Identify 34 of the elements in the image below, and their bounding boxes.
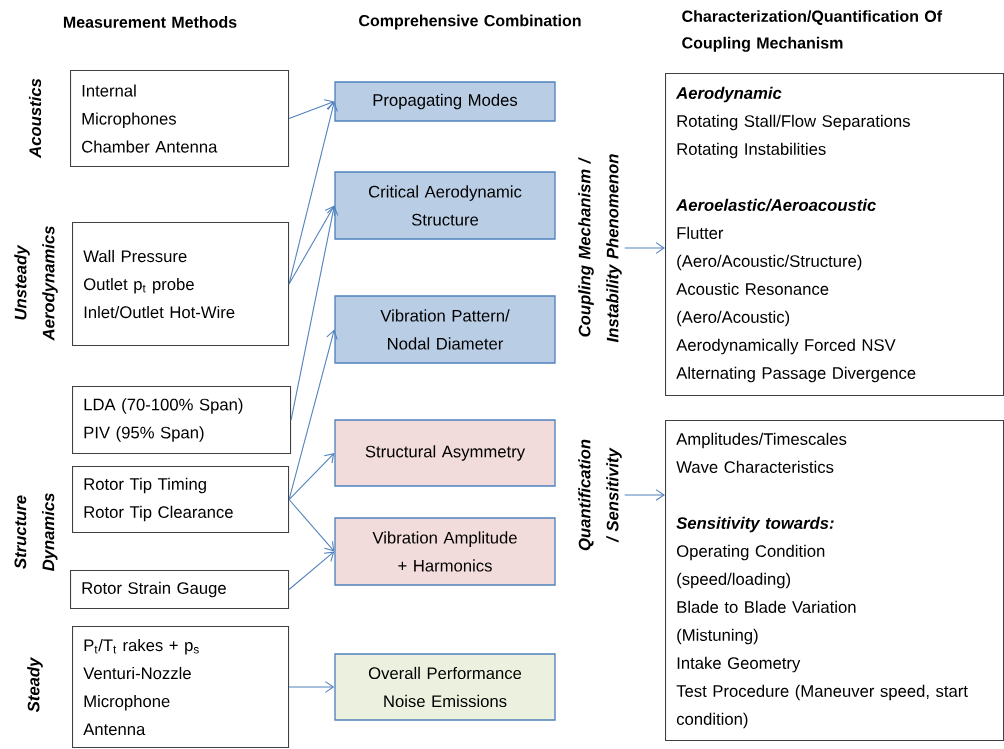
- row-label: Structure Dynamics: [14, 493, 58, 572]
- arrow: [624, 489, 665, 501]
- row-label: Acoustics: [28, 78, 42, 159]
- combination-box: Critical Aerodynamic Structure: [334, 171, 556, 240]
- arrow: [624, 242, 665, 254]
- arrow: [290, 205, 339, 421]
- arrow: [288, 453, 335, 501]
- combination-box: Overall Performance Noise Emissions: [334, 653, 556, 721]
- method-box: Rotor Strain Gauge: [70, 570, 290, 610]
- column-heading: Comprehensive Combination: [359, 14, 581, 30]
- combination-box: Vibration Amplitude + Harmonics: [334, 517, 556, 586]
- row-label: Unsteady Aerodynamics: [14, 226, 58, 341]
- arrow: [288, 205, 335, 285]
- column-heading: Measurement Methods: [63, 16, 237, 28]
- method-box: P$_{t}$/T$_{t}$ rakes + p$_{s}$ Venturi-Nozzle Microphone Antenna: [72, 626, 290, 749]
- rotated-label: Coupling Mechanism / Instability Phenomenon: [578, 154, 622, 343]
- rotated-label: Quantification / Sensitivity: [578, 439, 622, 551]
- combination-box: Structural Asymmetry: [334, 419, 556, 487]
- method-box: Rotor Tip Timing Rotor Tip Clearance: [72, 466, 290, 534]
- combination-box: Propagating Modes: [334, 81, 556, 122]
- arrow: [288, 101, 338, 285]
- arrow: [288, 551, 335, 591]
- arrow: [288, 329, 338, 501]
- column-heading: Characterization/Quantification Of Coupling Mechanism: [682, 10, 943, 52]
- row-label: Steady: [27, 657, 43, 713]
- method-box: Wall Pressure Outlet p$_{t}$ probe Inlet/Outlet Hot-Wire: [72, 222, 290, 347]
- result-box: Amplitudes/Timescales Wave Characteristics Sensitivity towards: Operating Condition (speed/loading) Blade to Blade Variation (Mistuning) Intake Geometry Test Procedure (Maneuver speed, start condition): [665, 420, 1004, 742]
- arrow: [288, 681, 335, 693]
- method-box: LDA (70-100% Span) PIV (95% Span): [72, 386, 292, 455]
- method-box: Internal Microphones Chamber Antenna: [70, 70, 290, 168]
- result-box: Aerodynamic Rotating Stall/Flow Separations Rotating Instabilities Aeroelastic/Aeroacoustic Flutter (Aero/Acoustic/Structure) Acoustic Resonance (Aero/Acoustic) Aerodynamically Forced NSV Alternating Passage Divergence: [665, 73, 1004, 397]
- combination-box: Vibration Pattern/ Nodal Diameter: [334, 295, 556, 364]
- arrow: [288, 99, 335, 120]
- arrow: [288, 499, 335, 552]
